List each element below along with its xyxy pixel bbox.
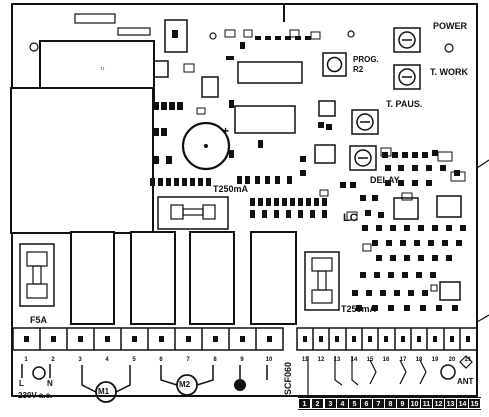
small-outline-components bbox=[183, 29, 466, 292]
label-power-l: L bbox=[19, 379, 24, 388]
label-board-model: SCF060 bbox=[283, 361, 293, 395]
ic-chip bbox=[237, 61, 303, 84]
transformer-main bbox=[10, 87, 154, 234]
terminal-number: 12 bbox=[317, 357, 325, 363]
bottom-number: 1 bbox=[298, 398, 311, 409]
terminal-number: 3 bbox=[78, 357, 82, 363]
label-f5a: F5A bbox=[30, 315, 48, 325]
fuse-t250-top-holder bbox=[157, 196, 229, 230]
terminal-number: 14 bbox=[350, 357, 358, 363]
trimmer-delay bbox=[349, 145, 377, 171]
mount-hole bbox=[29, 42, 39, 52]
resistor bbox=[117, 27, 151, 36]
terminal-number: 7 bbox=[186, 357, 190, 363]
terminal-block-left bbox=[12, 327, 284, 351]
relay-1 bbox=[70, 231, 115, 325]
label-m1: M1 bbox=[98, 387, 110, 396]
terminal-number: 1 bbox=[24, 357, 28, 363]
relay-4 bbox=[250, 231, 297, 325]
terminal-number: 21 bbox=[464, 357, 472, 363]
ic-chip bbox=[318, 100, 336, 117]
label-m2: M2 bbox=[179, 380, 191, 389]
terminal-number: 16 bbox=[382, 357, 390, 363]
svg-text:T1: T1 bbox=[100, 66, 105, 71]
label-t250-right: T250mA bbox=[341, 304, 377, 314]
label-power: POWER bbox=[433, 21, 468, 31]
ic-chip bbox=[201, 76, 219, 98]
label-r2: R2 bbox=[353, 65, 364, 74]
terminal-number: 4 bbox=[105, 357, 109, 363]
fuse-t250-right-holder bbox=[304, 251, 340, 311]
label-power-n: N bbox=[47, 379, 53, 388]
terminal-number: 15 bbox=[366, 357, 374, 363]
terminal-block-right bbox=[296, 327, 478, 351]
ic-chip bbox=[234, 105, 296, 134]
relay-2 bbox=[130, 231, 176, 325]
ic-chip bbox=[436, 195, 462, 218]
terminal-number: 20 bbox=[448, 357, 456, 363]
trimmer-t-work bbox=[393, 64, 421, 90]
trimmer-power bbox=[393, 27, 421, 53]
svg-text:+: + bbox=[222, 124, 229, 138]
label-lc: LC bbox=[343, 212, 358, 224]
capacitor-electrolytic bbox=[181, 121, 231, 171]
trimmer-t-paus bbox=[351, 109, 379, 135]
power-input-symbol bbox=[32, 366, 46, 380]
terminal-number: 9 bbox=[240, 357, 244, 363]
relay-3 bbox=[189, 231, 235, 325]
ic-chip bbox=[439, 281, 461, 301]
component-box bbox=[164, 19, 188, 53]
ic-chip bbox=[314, 144, 336, 164]
terminal-number: 13 bbox=[333, 357, 341, 363]
smd-components bbox=[150, 36, 466, 311]
bottom-number: 15 bbox=[468, 398, 481, 409]
terminal-number: 8 bbox=[213, 357, 217, 363]
bottom-number: 2 bbox=[311, 398, 324, 409]
terminal-number: 19 bbox=[431, 357, 439, 363]
fuse-f5a-holder bbox=[19, 243, 55, 307]
prog-button bbox=[322, 52, 347, 77]
terminal-number: 11 bbox=[301, 357, 309, 363]
terminal-number: 18 bbox=[415, 357, 423, 363]
label-prog: PROG. bbox=[353, 55, 379, 64]
terminal-number: 17 bbox=[399, 357, 407, 363]
terminal-number: 5 bbox=[132, 357, 136, 363]
component-small bbox=[74, 13, 116, 24]
label-t-work: T. WORK bbox=[430, 67, 468, 77]
component-small bbox=[172, 30, 178, 38]
label-ant: ANT bbox=[457, 377, 474, 386]
ic-chip bbox=[393, 197, 419, 220]
label-voltage: 230V a.c. bbox=[18, 391, 53, 400]
terminal-number: 10 bbox=[265, 357, 273, 363]
label-t250-top: T250mA bbox=[213, 184, 249, 194]
terminal-number: 6 bbox=[159, 357, 163, 363]
label-delay: DELAY bbox=[370, 175, 400, 185]
lamp-symbol bbox=[234, 379, 246, 391]
label-t-paus: T. PAUS. bbox=[386, 99, 423, 109]
terminal-number: 2 bbox=[51, 357, 55, 363]
